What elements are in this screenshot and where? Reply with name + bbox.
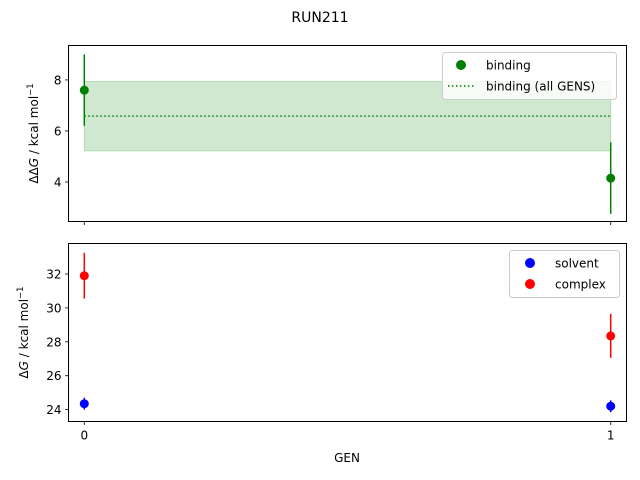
legend-marker-binding (456, 60, 466, 70)
bottom-axis-ticks: 24 26 28 30 32 0 1 (46, 268, 614, 443)
bottom-ylabel: ΔG / kcal mol−1 (16, 286, 31, 378)
data-point (79, 399, 89, 409)
bottom-panel: 24 26 28 30 32 0 1 ΔG / kcal mol−1 GEN solvent… (16, 243, 627, 465)
top-panel: 4 6 8 ΔΔG / kcal mol−1 binding binding (al… (26, 45, 627, 225)
legend-label-solvent: solvent (555, 257, 599, 271)
legend-label-binding-all-gens: binding (all GENS) (486, 80, 595, 94)
legend-label-complex: complex (555, 278, 606, 292)
bottom-legend-box (509, 250, 620, 298)
y-tick-label: 26 (46, 369, 61, 383)
data-point (79, 85, 89, 95)
y-tick-label: 32 (46, 268, 61, 282)
data-point (606, 401, 616, 411)
x-tick-label: 1 (607, 429, 615, 443)
y-tick-label: 30 (46, 301, 61, 315)
x-tick-label: 0 (80, 429, 88, 443)
y-tick-label: 28 (46, 335, 61, 349)
bottom-axes-frame (68, 243, 627, 422)
top-legend: binding binding (all GENS) (442, 52, 617, 100)
y-tick-label: 8 (54, 73, 62, 87)
top-axes-frame (68, 45, 627, 222)
top-ylabel: ΔΔG / kcal mol−1 (26, 83, 41, 183)
bottom-xlabel: GEN (334, 451, 360, 465)
legend-marker-solvent (525, 258, 535, 268)
y-tick-label: 4 (54, 175, 62, 189)
top-legend-box (442, 52, 617, 100)
data-point (79, 271, 89, 281)
y-tick-label: 24 (46, 403, 61, 417)
figure-title: RUN211 (291, 10, 348, 26)
legend-marker-complex (525, 279, 535, 289)
data-point (606, 173, 616, 183)
bottom-legend: solvent complex (509, 250, 620, 298)
data-point (606, 331, 616, 341)
y-tick-label: 6 (54, 124, 62, 138)
bottom-plot-area (79, 252, 616, 413)
legend-label-binding: binding (486, 59, 531, 73)
top-axis-ticks: 4 6 8 (54, 73, 612, 225)
